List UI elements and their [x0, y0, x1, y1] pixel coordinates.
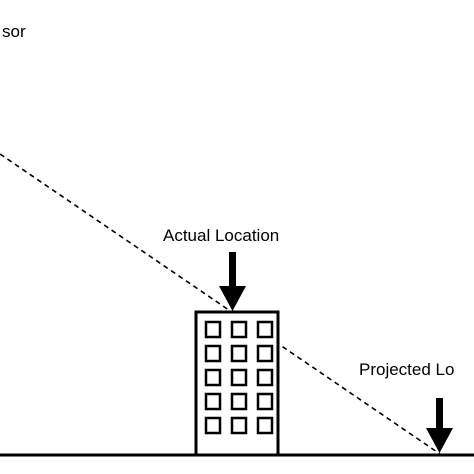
down-arrow-icon	[219, 252, 246, 311]
building-window	[230, 368, 248, 387]
building-window	[204, 392, 222, 411]
building-window	[204, 320, 222, 339]
projected-location-label: Projected Lo	[359, 360, 454, 379]
building-window	[256, 368, 274, 387]
building-windows	[204, 320, 274, 435]
building-window	[204, 344, 222, 363]
sensor-label: sor	[2, 22, 26, 41]
building-window	[204, 368, 222, 387]
building-window	[230, 320, 248, 339]
building-window	[230, 416, 248, 435]
building-window	[256, 416, 274, 435]
building-window	[230, 392, 248, 411]
building-window	[256, 320, 274, 339]
building-window	[256, 344, 274, 363]
building-window	[230, 344, 248, 363]
building-window	[256, 392, 274, 411]
down-arrow-icon	[426, 398, 453, 453]
line-of-sight	[0, 153, 441, 455]
building-icon	[194, 310, 280, 457]
building-window	[204, 416, 222, 435]
actual-location-label: Actual Location	[163, 226, 279, 245]
